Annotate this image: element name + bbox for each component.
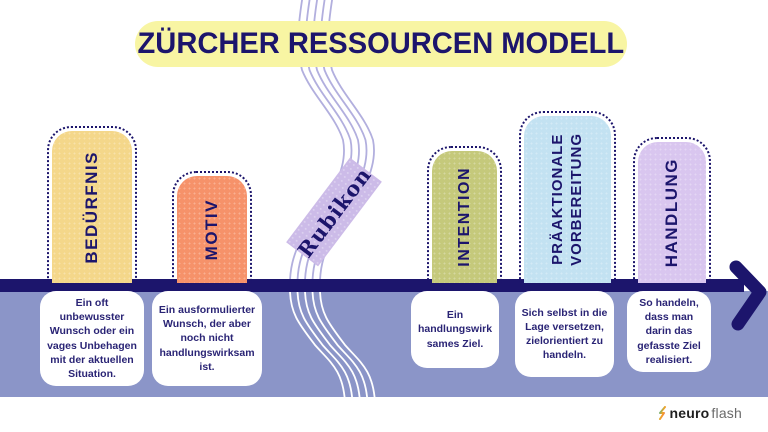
description-text: Ein handlungswirk​sames Ziel. xyxy=(417,309,493,350)
stage-description-motiv: Ein ausformulierter Wunsch, der aber noc… xyxy=(152,291,262,386)
stage-label: INTENTION xyxy=(455,167,473,267)
description-text: Ein ausformulierter Wunsch, der aber noc… xyxy=(158,304,256,373)
stage-label: HANDLUNG xyxy=(662,157,682,268)
stage-description-handlung: So handeln, dass man darin das gefasste … xyxy=(627,291,711,372)
diagram-title: ZÜRCHER RESSOURCEN MODELL xyxy=(137,27,625,60)
stage-label: PRÄAKTIONALE VORBEREITUNG xyxy=(548,133,585,266)
rubikon-label: Rubikon xyxy=(292,162,376,262)
stage-column-fill: MOTIV xyxy=(177,176,247,283)
stage-column-beduerfnis: BEDÜRFNIS xyxy=(47,126,137,283)
stage-column-intention: INTENTION xyxy=(427,146,502,283)
stage-column-fill: PRÄAKTIONALE VORBEREITUNG xyxy=(524,116,611,283)
bottom-margin xyxy=(0,397,768,432)
stage-column-praeaktionale-vorbereitung: PRÄAKTIONALE VORBEREITUNG xyxy=(519,111,616,283)
stage-label: BEDÜRFNIS xyxy=(82,150,102,264)
flash-icon xyxy=(658,406,666,420)
description-text: So handeln, dass man darin das gefasste … xyxy=(637,297,701,366)
stage-column-fill: INTENTION xyxy=(432,151,497,283)
stage-description-intention: Ein handlungswirk​sames Ziel. xyxy=(411,291,499,368)
stage-column-fill: HANDLUNG xyxy=(638,142,706,283)
diagram-title-pill: ZÜRCHER RESSOURCEN MODELL xyxy=(135,21,627,67)
stage-column-motiv: MOTIV xyxy=(172,171,252,283)
stage-column-handlung: HANDLUNG xyxy=(633,137,711,283)
stage-description-beduerfnis: Ein oft unbewusster Wunsch oder ein vage… xyxy=(40,291,144,386)
logo-text-light: flash xyxy=(711,405,742,421)
description-text: Ein oft unbewusster Wunsch oder ein vage… xyxy=(47,296,137,380)
logo-text-bold: neuro xyxy=(669,405,710,421)
description-text: Sich selbst in die Lage versetzen, zielo… xyxy=(521,306,608,362)
stage-label: MOTIV xyxy=(202,198,222,261)
rubikon-label-plate: Rubikon xyxy=(286,157,382,267)
stage-column-fill: BEDÜRFNIS xyxy=(52,131,132,283)
stage-description-praeaktionale-vorbereitung: Sich selbst in die Lage versetzen, zielo… xyxy=(515,291,614,377)
